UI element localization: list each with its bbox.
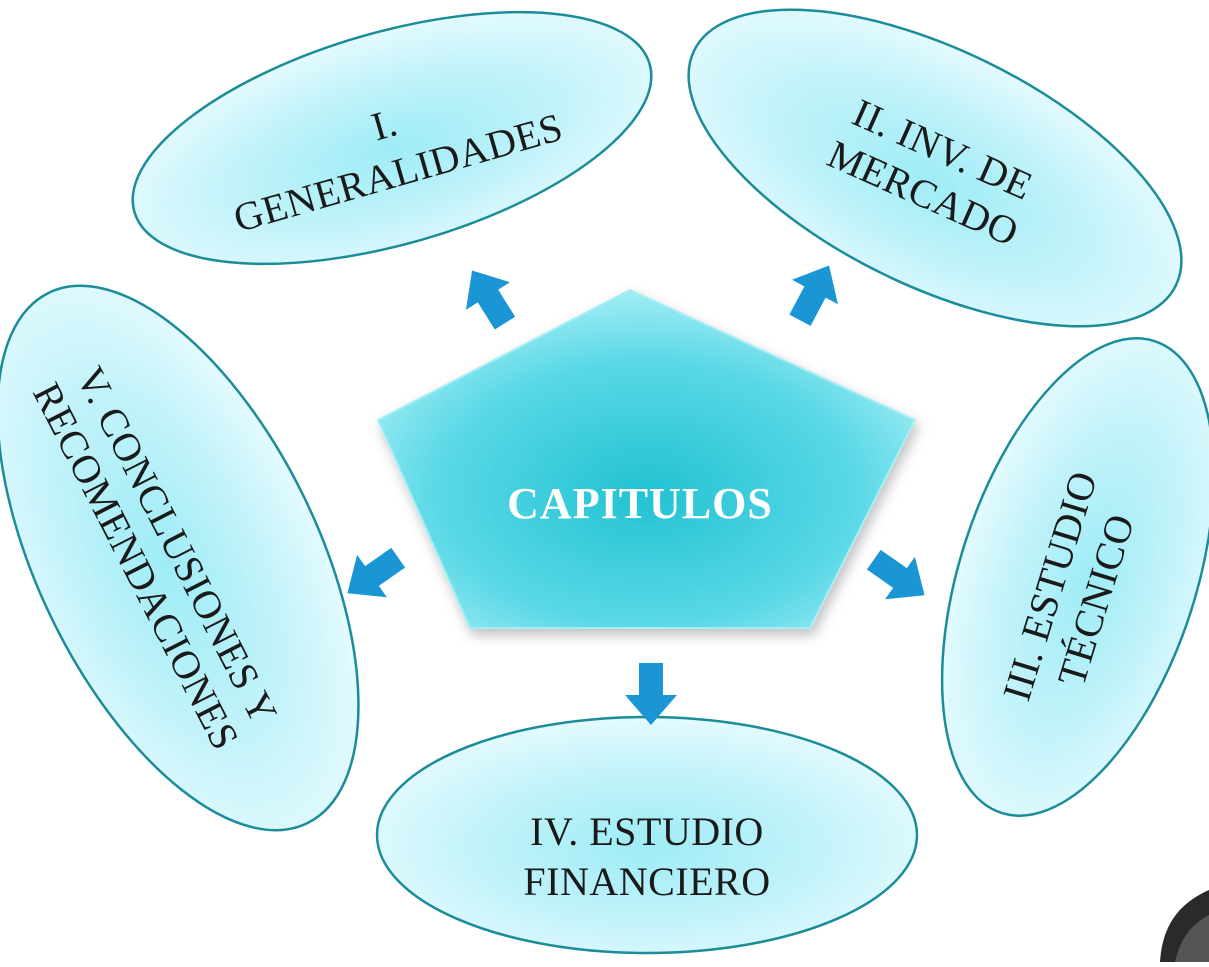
- chapter-node-conclusiones: V. CONCLUSIONES Y RECOMENDACIONES: [0, 284, 360, 832]
- arrow-to-tecnico: [866, 549, 925, 600]
- corner-decoration: [1160, 890, 1209, 962]
- arrow-to-conclusiones: [347, 547, 406, 598]
- arrow-to-financiero: [625, 663, 677, 725]
- center-label: CAPITULOS: [507, 479, 773, 528]
- chapter-ellipse: [940, 337, 1209, 817]
- chapter-line2: FINANCIERO: [523, 859, 770, 904]
- chapter-line1: IV. ESTUDIO: [530, 809, 764, 854]
- arrow-to-generalidades: [465, 270, 516, 330]
- center-node: CAPITULOS: [376, 288, 917, 629]
- chapter-ellipse: [131, 10, 653, 266]
- chapter-node-tecnico: III. ESTUDIO TÉCNICO: [940, 337, 1209, 817]
- chapter-node-financiero: IV. ESTUDIO FINANCIERO: [375, 715, 919, 955]
- arrow-to-mercado: [789, 265, 838, 326]
- chapter-node-generalidades: I. GENERALIDADES: [131, 10, 653, 266]
- center-pentagon: [376, 288, 917, 629]
- chapter-ellipse: [687, 8, 1183, 328]
- chapter-node-mercado: II. INV. DE MERCADO: [687, 8, 1183, 328]
- chapter-ellipse: [0, 284, 360, 832]
